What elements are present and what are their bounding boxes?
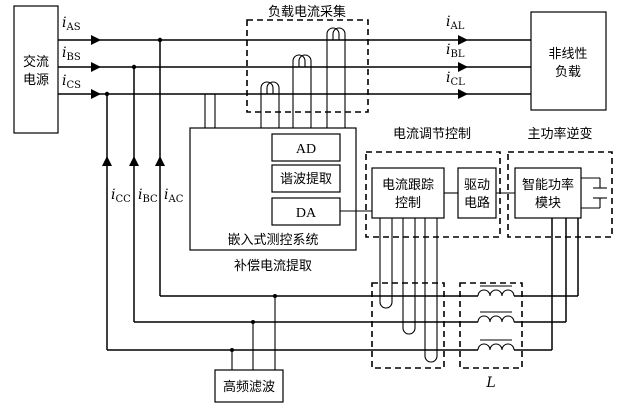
label-ibs: iBS <box>62 45 81 63</box>
nonlinear-load-label-2: 负载 <box>555 65 581 80</box>
label-icc: iCC <box>111 187 131 205</box>
inductor-group <box>459 282 523 369</box>
arrow-icc <box>102 156 112 166</box>
hf-filter-label: 高频滤波 <box>223 379 275 395</box>
label-iac: iAC <box>164 187 184 205</box>
label-ias: iAS <box>62 15 81 33</box>
arrow-ial <box>458 35 468 45</box>
embedded-system-label: 嵌入式测控系统 <box>227 233 318 248</box>
load-current-sensors <box>204 27 346 128</box>
da-block <box>271 197 341 226</box>
main-inverter-group <box>507 151 613 238</box>
ad-block <box>271 133 341 162</box>
ipm-block: 智能功率 模块 <box>514 167 582 219</box>
main-inverter-label: 主功率逆变 <box>527 126 592 142</box>
current-tracking-block: 电流跟踪 控制 <box>371 167 445 219</box>
harmonic-extraction-label: 谐波提取 <box>280 171 332 187</box>
filter-inductors <box>477 218 579 351</box>
arrow-iac <box>155 156 165 166</box>
ac-source-block: 交流 电源 <box>13 5 59 134</box>
load-current-sampling-label: 负载电流采集 <box>268 4 346 20</box>
ac-source-label-1: 交流 <box>23 54 49 70</box>
control-flow <box>340 192 515 212</box>
drive-circuit-label-1: 驱动 <box>464 178 490 193</box>
arrow-ias <box>91 35 101 45</box>
ipm-label-2: 模块 <box>535 196 561 211</box>
label-ibc: iBC <box>138 187 158 205</box>
embedded-system-block: AD 谐波提取 DA 嵌入式测控系统 <box>189 127 357 251</box>
ipm-label-1: 智能功率 <box>522 177 574 193</box>
hf-filter-connections <box>230 294 277 370</box>
arrow-icl <box>458 89 468 99</box>
arrow-ibc <box>129 156 139 166</box>
current-regulation-label: 电流调节控制 <box>393 127 471 142</box>
sensor-group <box>371 282 445 369</box>
da-label: DA <box>296 206 317 221</box>
ad-label: AD <box>296 142 316 157</box>
label-ics: iCS <box>62 73 81 91</box>
label-ibl: iBL <box>446 42 465 60</box>
current-tracking-label-2: 控制 <box>395 196 421 211</box>
load-current-sampling-group <box>246 19 369 113</box>
arrow-ics <box>91 89 101 99</box>
ac-source-label-2: 电源 <box>23 73 49 88</box>
compensation-extraction-label: 补偿电流提取 <box>234 258 312 274</box>
hf-filter-block: 高频滤波 <box>214 369 284 403</box>
arrow-ibl <box>458 62 468 72</box>
current-regulation-group <box>365 151 501 238</box>
current-tracking-label-1: 电流跟踪 <box>382 178 434 193</box>
dc-capacitor <box>581 177 607 209</box>
compensation-current-sensors <box>379 218 438 363</box>
drive-circuit-block: 驱动 电路 <box>457 167 497 219</box>
label-icl: iCL <box>446 70 465 88</box>
drive-circuit-label-2: 电路 <box>464 195 490 211</box>
inductor-label: L <box>485 375 495 391</box>
label-ial: iAL <box>446 14 465 32</box>
arrow-ibs <box>91 62 101 72</box>
harmonic-extraction-block <box>271 164 341 193</box>
nonlinear-load-label-1: 非线性 <box>548 47 587 62</box>
phase-lines <box>58 35 531 99</box>
nonlinear-load-block: 非线性 负载 <box>530 11 607 111</box>
